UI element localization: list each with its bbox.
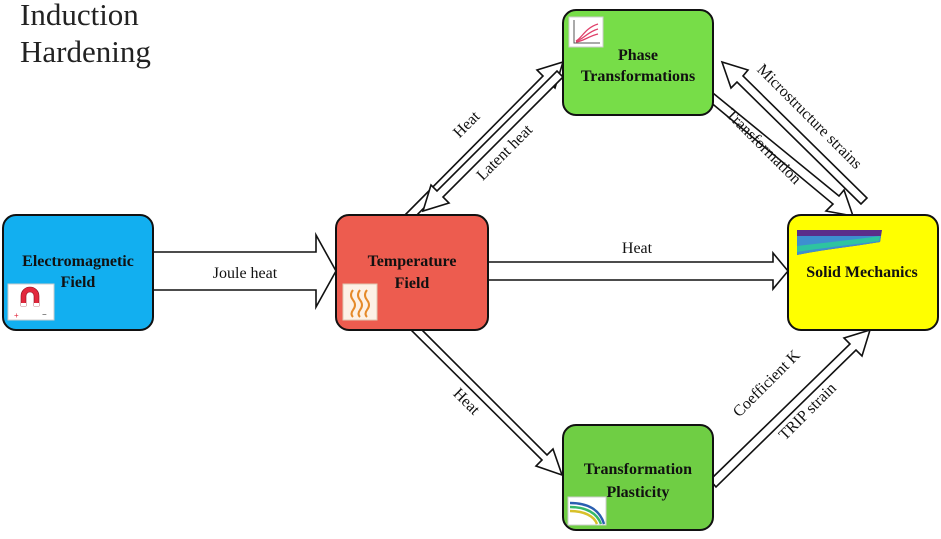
magnet-icon: + − bbox=[7, 283, 55, 321]
node-temperature-field-label-1: Temperature bbox=[368, 253, 457, 270]
node-transformation-plasticity: Transformation Plasticity bbox=[562, 424, 714, 531]
node-solid-mechanics-label: Solid Mechanics bbox=[806, 264, 918, 281]
node-temperature-field-label-2: Field bbox=[395, 275, 430, 292]
arrow-joule-heat bbox=[152, 231, 337, 311]
node-electromagnetic-field-label-2: Field bbox=[61, 274, 96, 291]
node-electromagnetic-field: Electromagnetic Field + − bbox=[2, 214, 154, 331]
node-phase-transformations: Phase Transformations bbox=[562, 9, 714, 116]
node-phase-transformations-label-1: Phase bbox=[618, 47, 658, 64]
deformed-beam-icon bbox=[797, 230, 882, 255]
bent-layers-icon bbox=[567, 496, 607, 526]
heat-waves-icon bbox=[342, 283, 378, 321]
node-electromagnetic-field-label-1: Electromagnetic bbox=[22, 253, 134, 270]
svg-text:−: − bbox=[42, 310, 47, 319]
node-phase-transformations-label-2: Transformations bbox=[581, 68, 695, 85]
phase-curves-chart-icon bbox=[568, 16, 604, 48]
arrow-phase-to-solid-transformation bbox=[701, 87, 855, 218]
diagram-title-line-2: Hardening bbox=[20, 34, 151, 69]
diagram-title-line-1: Induction bbox=[20, 0, 139, 32]
node-transformation-plasticity-label-1: Transformation bbox=[584, 461, 692, 478]
arrow-temp-to-solid-heat bbox=[487, 250, 790, 292]
node-temperature-field: Temperature Field bbox=[335, 214, 489, 331]
edge-label-phase-to-solid-transformation: Transformation bbox=[722, 106, 804, 188]
edge-label-temp-to-phase-heat: Heat bbox=[450, 108, 484, 142]
node-solid-mechanics: Solid Mechanics bbox=[787, 214, 939, 331]
arrow-temp-to-plasticity-heat bbox=[406, 319, 564, 477]
edge-label-temp-to-solid-heat: Heat bbox=[622, 240, 653, 257]
arrow-plasticity-to-solid bbox=[708, 328, 872, 489]
svg-text:+: + bbox=[14, 311, 19, 320]
edge-label-joule-heat: Joule heat bbox=[213, 265, 278, 282]
arrow-phase-to-temp-latent-heat bbox=[421, 69, 565, 213]
arrow-solid-to-phase-microstructure-strains bbox=[720, 60, 869, 206]
node-transformation-plasticity-label-2: Plasticity bbox=[606, 484, 669, 501]
